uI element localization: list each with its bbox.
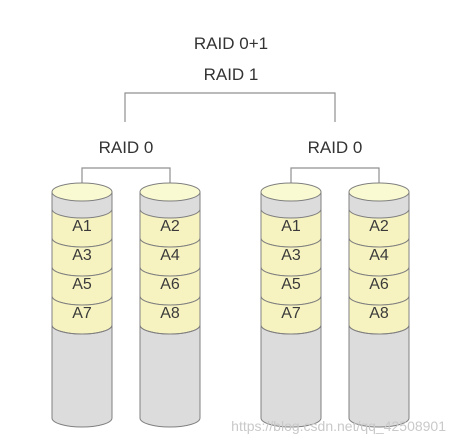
disk-top [51,182,113,202]
block-label: A1 [281,218,301,235]
block-label: A6 [160,276,180,293]
block-label: A6 [369,276,389,293]
block-label: A8 [369,305,389,322]
block-label: A8 [160,305,180,322]
block-label: A1 [72,218,92,235]
block-edge [139,324,201,335]
group-label-right: RAID 0 [308,138,363,157]
block-label: A5 [281,276,301,293]
mirror-connector [124,92,336,122]
disk-top [139,182,201,202]
raid1-label: RAID 1 [204,65,259,84]
block-label: A7 [281,305,301,322]
block-label: A4 [369,247,389,264]
stripe-connector-right [290,167,380,192]
group-label-left: RAID 0 [99,138,154,157]
block-label: A7 [72,305,92,322]
block-label: A3 [281,247,301,264]
connector-lines [81,92,380,192]
block-label: A4 [160,247,180,264]
block-label: A5 [72,276,92,293]
block-edge [260,324,322,335]
raid01-title: RAID 0+1 [194,34,268,53]
block-edge [348,324,410,335]
block-label: A2 [369,218,389,235]
block-label: A2 [160,218,180,235]
stripe-connector-left [81,167,171,192]
disk-top [260,182,322,202]
watermark-text: https://blog.csdn.net/qq_42508901 [231,418,446,434]
block-edge [51,324,113,335]
block-label: A3 [72,247,92,264]
disk-top [348,182,410,202]
